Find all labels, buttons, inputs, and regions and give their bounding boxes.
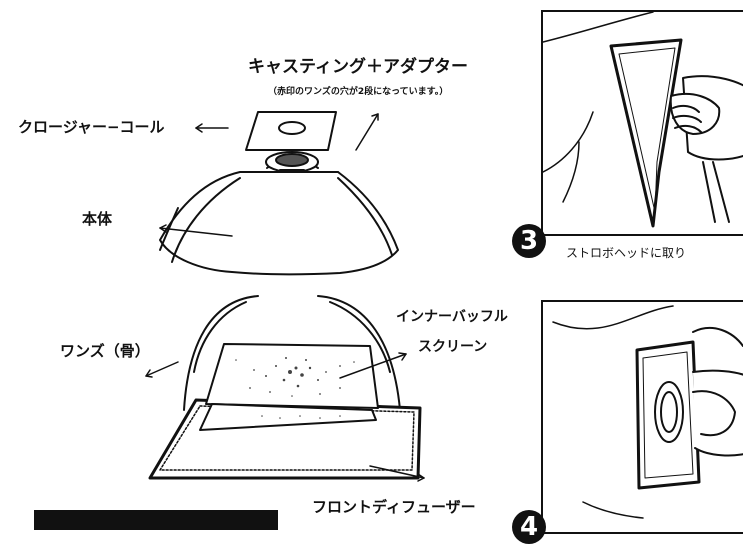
wand-left [183,295,259,411]
inner-baffle-screen [205,343,379,409]
label-inner-baffle: インナーバッフル [396,309,508,325]
step4-illustration [541,300,743,534]
closure-plate [245,111,337,151]
label-wands: ワンズ（骨） [60,342,150,360]
step4-number-badge: 4 [512,510,546,544]
label-closure-ring: クロージャー−コール [18,118,165,136]
softbox-body [159,171,399,276]
label-casting-note: （赤印のワンズの穴が2段になっています。） [268,87,449,97]
wand-right [317,295,401,411]
caption-bar [34,510,278,530]
step3-illustration [541,10,743,236]
closure-plate-hole [278,121,306,135]
step3-number-badge: 3 [512,224,546,258]
label-front-diffuser: フロントディフューザー [312,498,476,516]
softbox-exploded-diagram [145,111,425,482]
label-casting-adapter: キャスティング＋アダプター [248,57,468,77]
screen-texture [235,357,355,419]
step3-caption: ストロボヘッドに取り [566,246,687,260]
label-body: 本体 [82,210,113,228]
label-screen: スクリーン [418,339,488,355]
